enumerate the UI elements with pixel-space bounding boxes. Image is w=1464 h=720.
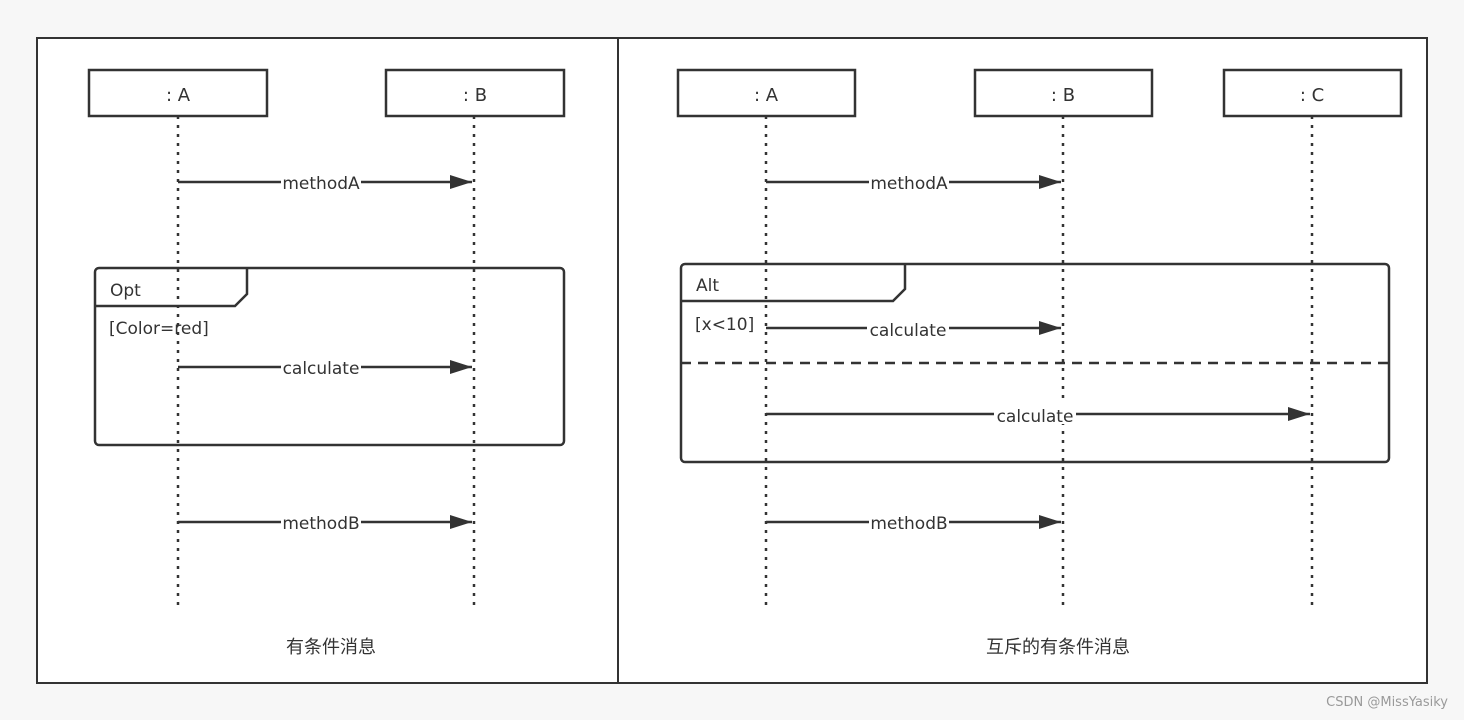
message-methoda-right: methodA [766,172,1061,194]
message-methodb-right: methodB [766,512,1061,534]
alt-fragment: Alt [x<10] [679,262,1391,464]
message-calculate-b-right: calculate [766,318,1061,341]
fragment-operator-opt: Opt [110,281,141,301]
participant-b-left: : B [384,68,566,118]
caption-left: 有条件消息 [286,637,376,658]
message-label-calculate-left: calculate [283,359,360,379]
participant-b-left-label: : B [463,85,487,106]
participant-a-left-label: : A [166,85,191,106]
message-label-calculate-c-right: calculate [997,407,1074,427]
left-panel: : A : B Opt [Color=red] methodA calculat… [87,68,566,658]
message-label-methodb-right: methodB [870,514,947,534]
fragment-guard-color: [Color=red] [109,319,209,339]
message-methodb-left: methodB [178,512,472,534]
message-label-methoda-left: methodA [282,174,360,194]
participant-a-right-label: : A [754,85,779,106]
right-panel: : A : B : C Alt [x<10] methodA calculat [676,68,1403,658]
message-methoda-left: methodA [178,172,472,194]
fragment-operator-alt: Alt [696,276,719,296]
caption-right: 互斥的有条件消息 [986,637,1130,658]
message-calculate-left: calculate [178,357,472,379]
participant-a-left: : A [87,68,269,118]
participant-a-right: : A [676,68,857,118]
participant-c-right: : C [1222,68,1403,118]
message-label-methoda-right: methodA [870,174,948,194]
participant-c-right-label: : C [1300,85,1324,106]
watermark: CSDN @MissYasiky [1326,695,1448,710]
participant-b-right-label: : B [1051,85,1075,106]
message-calculate-c-right: calculate [766,404,1310,427]
outer-frame [36,37,1428,684]
fragment-guard-x: [x<10] [695,315,754,335]
participant-b-right: : B [973,68,1154,118]
opt-fragment: Opt [Color=red] [93,266,566,447]
message-label-methodb-left: methodB [282,514,359,534]
message-label-calculate-b-right: calculate [870,321,947,341]
